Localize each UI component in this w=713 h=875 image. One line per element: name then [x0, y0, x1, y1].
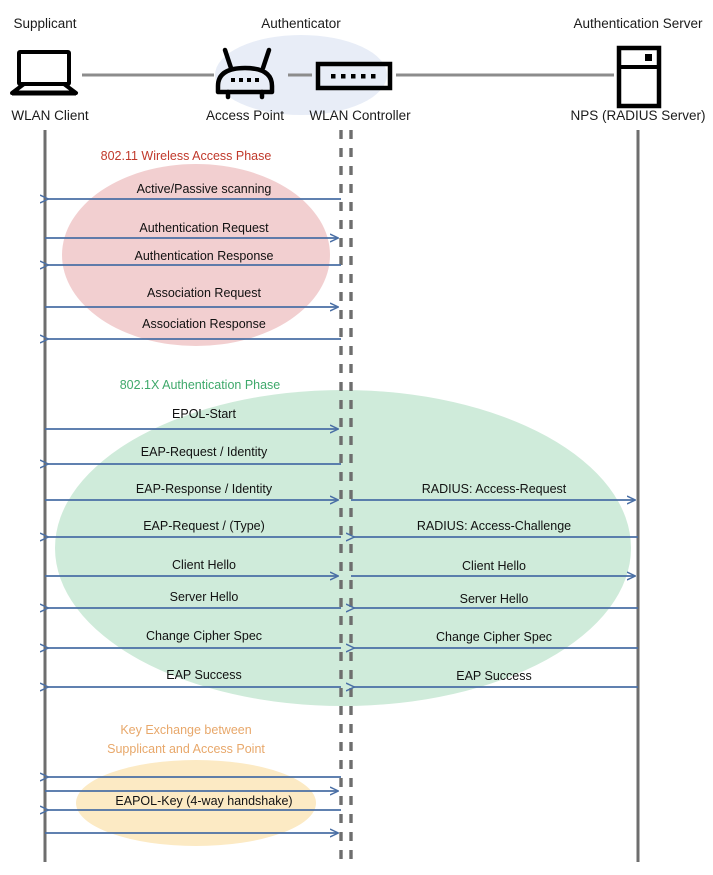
device-label-wlan-client: WLAN Client [11, 108, 89, 123]
message-label-client-hello-left: Client Hello [172, 558, 236, 572]
message-label-authentication-response: Authentication Response [134, 249, 274, 263]
message-label-eap-request-type: EAP-Request / (Type) [143, 519, 265, 533]
role-label-authentication-server: Authentication Server [573, 16, 703, 31]
device-label-wlan-controller: WLAN Controller [309, 108, 411, 123]
device-label-nps-radius-server: NPS (RADIUS Server) [570, 108, 706, 123]
message-label-server-hello-right: Server Hello [459, 592, 529, 606]
message-label-authentication-request: Authentication Request [139, 221, 269, 235]
phase-ellipse-dot1x-auth [55, 390, 631, 706]
message-label-server-hello-left: Server Hello [169, 590, 239, 604]
phase-title-wireless-access: 802.11 Wireless Access Phase [100, 149, 272, 163]
message-label-active-passive-scanning: Active/Passive scanning [136, 182, 272, 196]
message-label-change-cipher-spec-right: Change Cipher Spec [435, 630, 553, 644]
laptop-icon [10, 50, 78, 96]
message-label-eapol-key-handshake: EAPOL-Key (4-way handshake) [115, 794, 293, 808]
phase-title-key-exchange-line2: Supplicant and Access Point [107, 742, 265, 756]
message-label-eap-success-right: EAP Success [456, 669, 532, 683]
message-label-client-hello-right: Client Hello [462, 559, 526, 573]
message-label-eap-response-identity: EAP-Response / Identity [135, 482, 273, 496]
message-arrows-left [45, 199, 341, 833]
role-label-authenticator: Authenticator [261, 16, 341, 31]
message-label-radius-access-request: RADIUS: Access-Request [421, 482, 567, 496]
wireless-router-icon [215, 47, 275, 100]
phase-title-dot1x-auth: 802.1X Authentication Phase [119, 378, 281, 392]
message-label-association-response: Association Response [142, 317, 266, 331]
phase-title-key-exchange-line1: Key Exchange between [120, 723, 252, 737]
message-arrows-right [351, 500, 638, 687]
phase-ellipse-key-exchange [76, 760, 316, 846]
message-label-eap-success-left: EAP Success [166, 668, 242, 682]
message-label-eapol-start: EPOL-Start [172, 407, 236, 421]
role-label-supplicant: Supplicant [13, 16, 77, 31]
device-label-access-point: Access Point [205, 108, 285, 123]
network-switch-icon [315, 61, 393, 91]
server-rack-icon [616, 45, 662, 109]
message-label-change-cipher-spec-left: Change Cipher Spec [145, 629, 263, 643]
phase-ellipse-wireless-access [62, 164, 330, 346]
message-label-association-request: Association Request [147, 286, 261, 300]
message-label-eap-request-identity: EAP-Request / Identity [140, 445, 268, 459]
message-label-radius-access-challenge: RADIUS: Access-Challenge [416, 519, 572, 533]
